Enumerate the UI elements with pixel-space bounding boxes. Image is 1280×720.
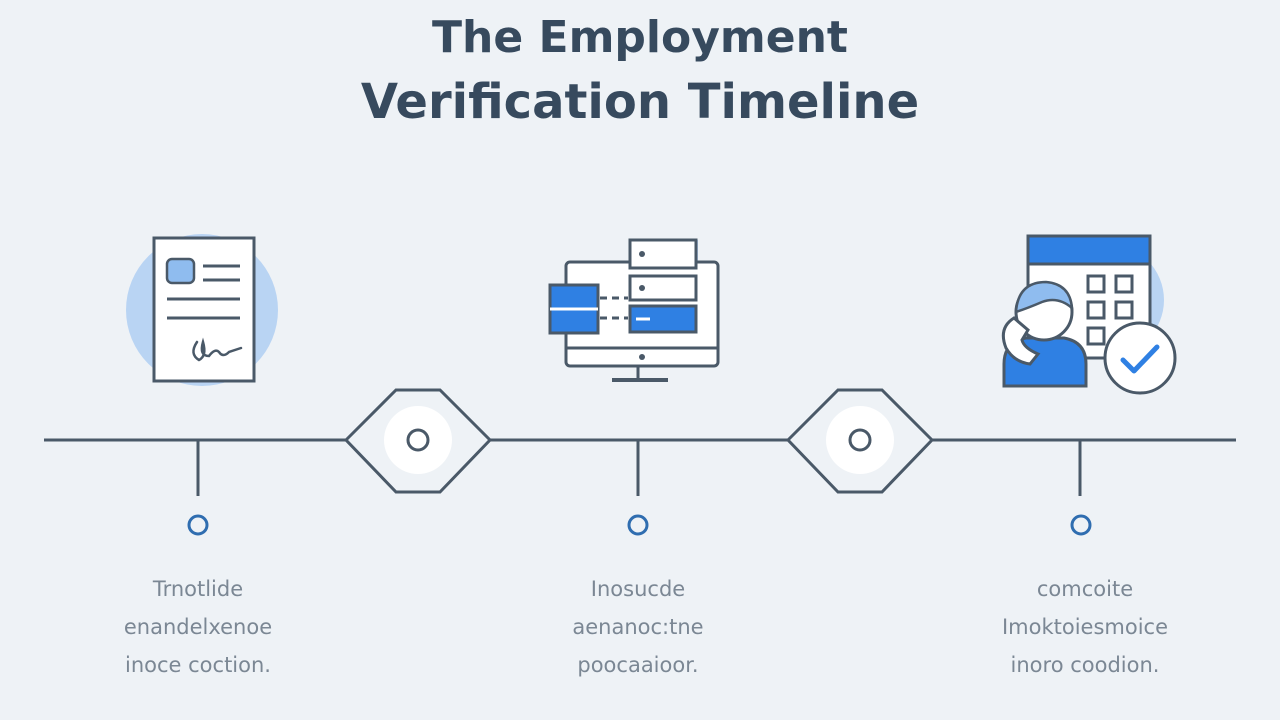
- caption-line: enandelxenoe: [123, 615, 273, 639]
- caption-line: Imoktoiesmoice: [1001, 615, 1169, 639]
- caption-line: Trnotlide: [152, 577, 244, 601]
- caption-line: aenanoc:tne: [572, 615, 704, 639]
- caption-line: comcoite: [1036, 577, 1134, 601]
- step-2-caption: Inosucde aenanoc:tne poocaaioor.: [508, 570, 768, 684]
- signed-document-icon: [126, 234, 278, 386]
- caption-line: inoce coction.: [125, 653, 271, 677]
- hexagon-marker-icon: [343, 388, 493, 494]
- caption-line: inoro coodion.: [1010, 653, 1160, 677]
- phone-calendar-check-icon: [1001, 234, 1177, 395]
- step-3-caption: comcoite Imoktoiesmoice inoro coodion.: [955, 570, 1215, 684]
- caption-line: Inosucde: [590, 577, 686, 601]
- step-tick-3: [1070, 440, 1092, 536]
- step-1-caption: Trnotlide enandelxenoe inoce coction.: [68, 570, 328, 684]
- computer-database-icon: [548, 238, 720, 382]
- step-tick-2: [627, 440, 649, 536]
- step-tick-1: [187, 440, 209, 536]
- title-line-2: Verification Timeline: [360, 74, 920, 130]
- title-line-1: The Employment: [432, 12, 848, 63]
- hexagon-marker-icon: [785, 388, 935, 494]
- caption-line: poocaaioor.: [577, 653, 699, 677]
